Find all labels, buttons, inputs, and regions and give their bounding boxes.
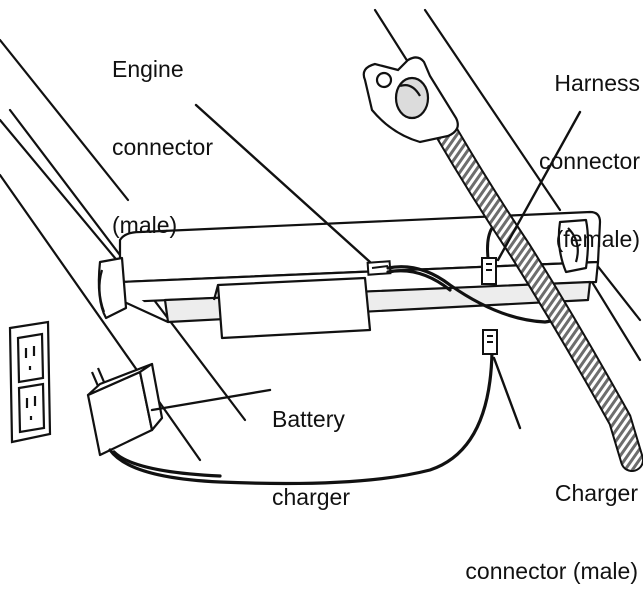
harness-connector-plug [481,227,497,285]
key-switch [362,56,459,144]
label-engine-line-3: (male) [112,212,178,238]
label-battery-line-1: Battery [272,406,345,432]
harness-cable [433,118,643,472]
label-engine-line-2: connector [112,134,214,160]
label-engine-line-1: Engine [112,56,184,82]
label-charger-connector: Charger connector (male) [392,428,638,610]
charger-connector-plug [482,329,498,355]
label-engine-connector: Engine connector (male) [112,4,213,264]
label-battery-charger: Battery charger [272,354,350,536]
illustration [0,8,643,486]
label-harness-line-2: connector [538,148,640,174]
label-harness-line-1: Harness [554,70,640,96]
label-harness-line-3: (female) [555,226,640,252]
charger-cable [108,350,494,486]
label-charger-line-1: Charger [554,480,638,506]
label-harness-connector: Harness connector (female) [498,18,640,278]
label-charger-line-2: connector (male) [465,558,638,584]
label-battery-line-2: charger [272,484,350,510]
battery-charger-box [86,362,164,457]
wall-outlet [8,320,52,444]
engine-connector-plug [366,260,392,276]
leader-lines [150,103,582,430]
